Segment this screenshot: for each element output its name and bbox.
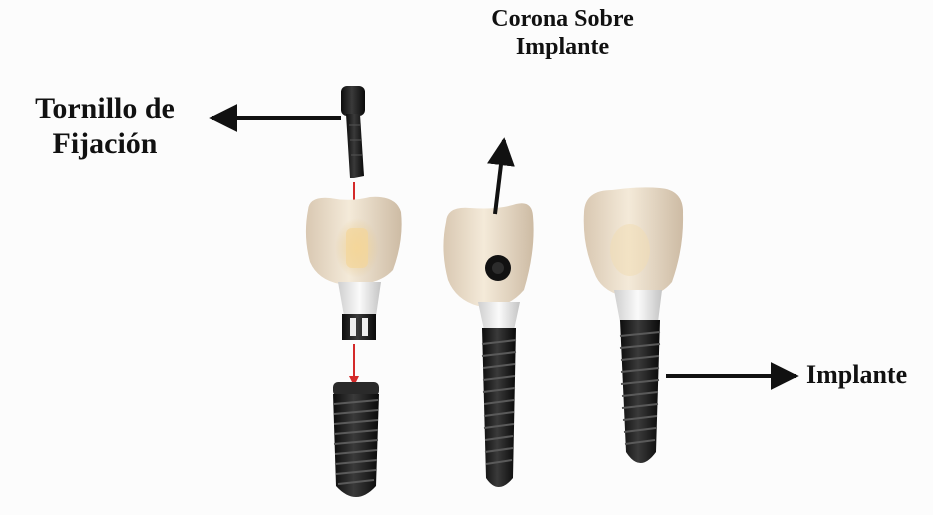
assembly-arrow-2 — [349, 344, 359, 386]
implant-left — [333, 382, 379, 497]
crown-on-implant-middle — [443, 203, 533, 487]
label-corona-sobre-implante: Corona Sobre Implante — [455, 6, 670, 61]
exploded-assembly — [306, 86, 402, 497]
label-implante: Implante — [806, 360, 907, 390]
crown-on-implant-right — [584, 187, 683, 463]
label-corona-line1: Corona Sobre — [455, 6, 670, 34]
connector-left — [342, 314, 376, 340]
label-tornillo-line2: Fijación — [10, 127, 200, 162]
abutment-left — [338, 282, 381, 316]
crown-left — [306, 197, 402, 284]
arrow-corona — [495, 140, 504, 214]
label-tornillo-line1: Tornillo de — [10, 92, 200, 127]
label-tornillo-de-fijacion: Tornillo de Fijación — [10, 92, 200, 161]
label-corona-line2: Implante — [455, 34, 670, 62]
fixation-screw — [341, 86, 365, 178]
